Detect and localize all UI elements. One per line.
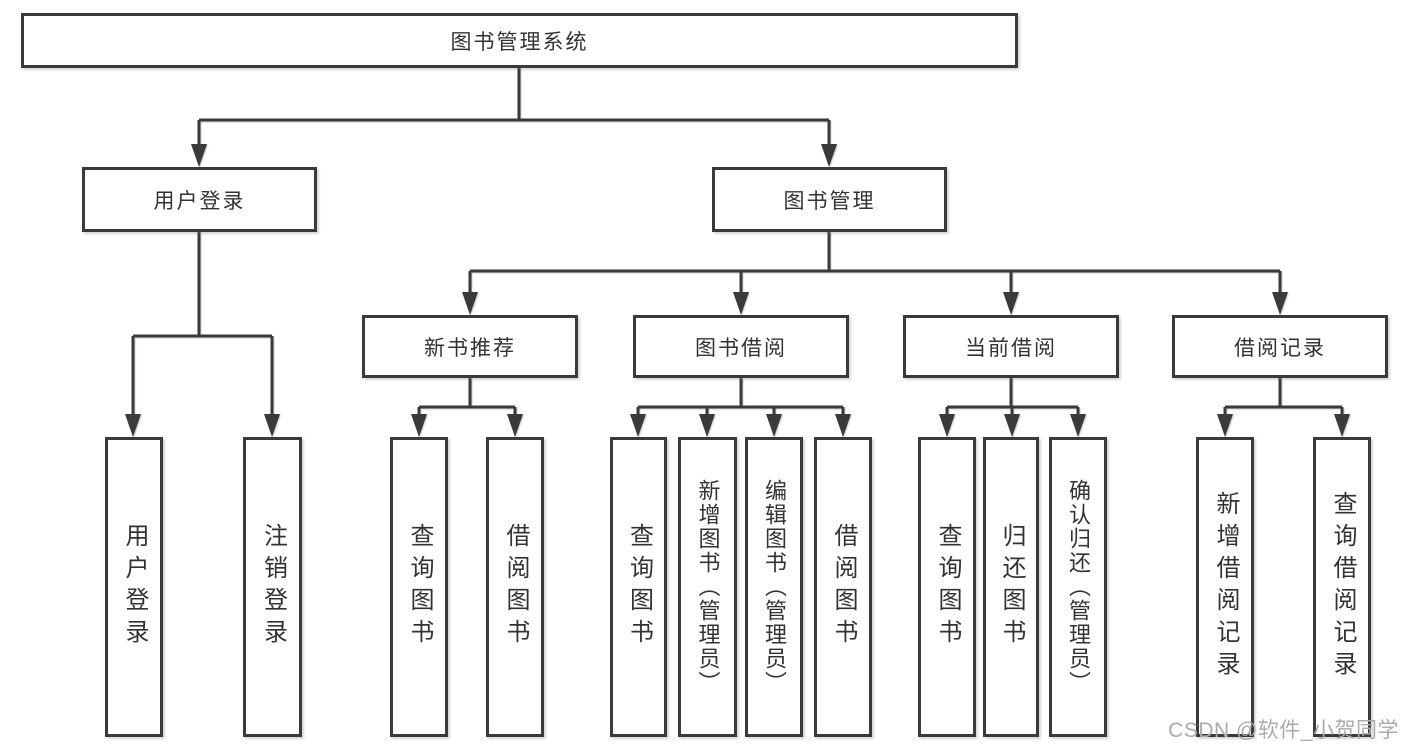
leaf-query-books-recommend: 查询图书	[390, 437, 448, 737]
leaf-query-borrow-record: 查询借阅记录	[1313, 437, 1371, 737]
node-book-borrow: 图书借阅	[633, 315, 849, 378]
node-current-borrow: 当前借阅	[903, 315, 1119, 378]
node-book-management: 图书管理	[712, 167, 947, 232]
leaf-add-books-admin: 新增图书（管理员）	[678, 437, 737, 737]
leaf-borrow-books-recommend: 借阅图书	[486, 437, 544, 737]
leaf-edit-books-admin: 编辑图书（管理员）	[745, 437, 803, 737]
arrowheads	[125, 144, 1350, 437]
node-new-book-recommend: 新书推荐	[362, 315, 578, 378]
leaf-logout: 注销登录	[243, 437, 302, 737]
leaf-confirm-return-admin: 确认归还（管理员）	[1049, 437, 1107, 737]
leaf-add-borrow-record: 新增借阅记录	[1196, 437, 1254, 737]
leaf-user-login: 用户登录	[105, 437, 163, 737]
leaf-return-books: 归还图书	[983, 437, 1039, 737]
leaf-query-books-borrow: 查询图书	[610, 437, 667, 737]
csdn-watermark: CSDN @软件_小贺同学	[1168, 719, 1399, 742]
leaf-query-books-current: 查询图书	[918, 437, 976, 737]
node-library-management-system: 图书管理系统	[21, 13, 1018, 68]
node-user-login: 用户登录	[82, 167, 317, 232]
node-borrow-records: 借阅记录	[1172, 315, 1388, 378]
leaf-borrow-books: 借阅图书	[814, 437, 872, 737]
